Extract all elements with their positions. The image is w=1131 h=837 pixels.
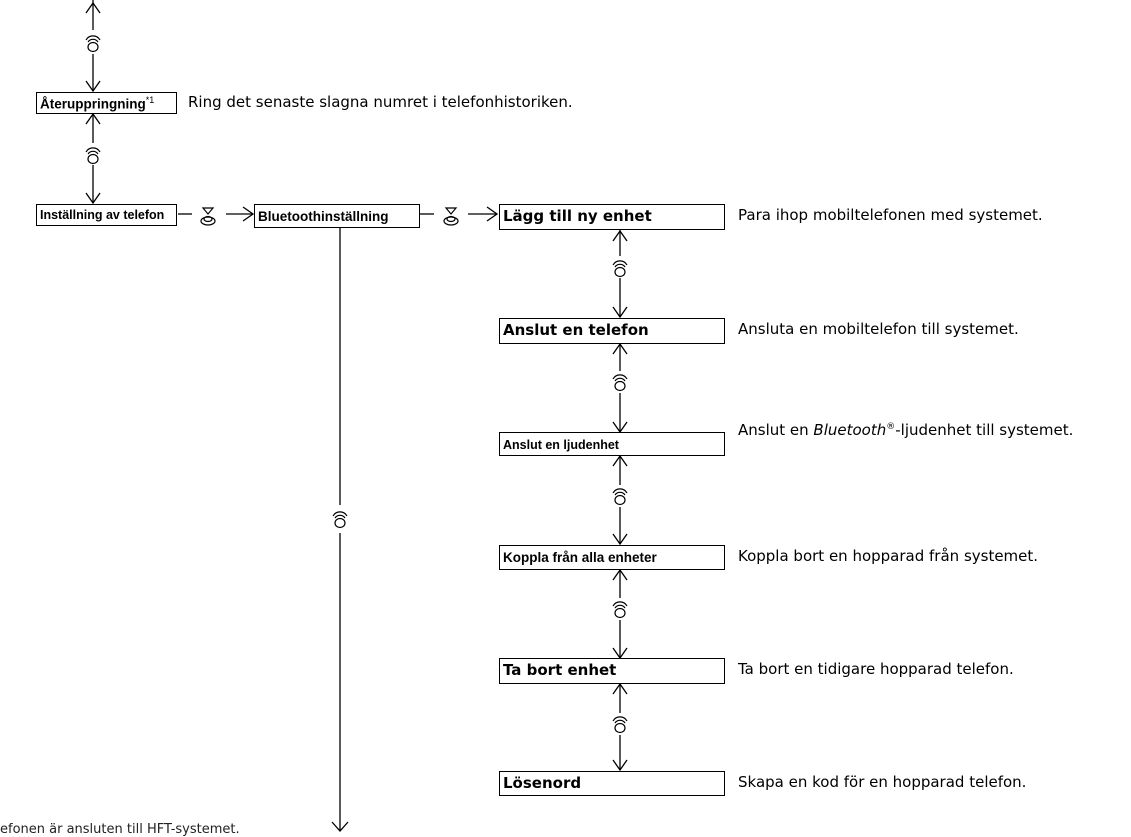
connector-lines bbox=[85, 0, 628, 832]
redial-description: Ring det senaste slagna numret i telefon… bbox=[188, 93, 573, 111]
press-knob-icon bbox=[443, 207, 459, 226]
bluetooth-setup-box[interactable]: Bluetoothinställning bbox=[254, 204, 420, 228]
disconnect-all-description: Koppla bort en hopparad från systemet. bbox=[738, 547, 1039, 565]
menu-item-passcode[interactable]: Lösenord bbox=[499, 771, 725, 796]
connect-audio-desc-italic: Bluetooth bbox=[813, 421, 887, 439]
press-knob-icon bbox=[200, 207, 216, 226]
rotate-knob-icon bbox=[85, 35, 101, 53]
add-device-description: Para ihop mobiltelefonen med systemet. bbox=[738, 206, 1043, 224]
phone-setup-box[interactable]: Inställning av telefon bbox=[36, 204, 177, 226]
disconnect-all-label: Koppla från alla enheter bbox=[503, 550, 657, 565]
connect-audio-desc-sup: ® bbox=[886, 422, 896, 432]
connect-audio-description: Anslut en Bluetooth®-ljudenhet till syst… bbox=[738, 423, 1073, 438]
connect-phone-description: Ansluta en mobiltelefon till systemet. bbox=[738, 320, 1019, 338]
redial-footnote-mark: *1 bbox=[145, 95, 155, 105]
add-device-label: Lägg till ny enhet bbox=[503, 207, 652, 225]
passcode-description: Skapa en kod för en hopparad telefon. bbox=[738, 773, 1027, 791]
rotate-knob-icon bbox=[612, 260, 628, 278]
rotate-knob-icon bbox=[612, 488, 628, 506]
redial-label: Återuppringning bbox=[40, 96, 146, 112]
connect-audio-desc-post: -ljudenhet till systemet. bbox=[895, 421, 1074, 439]
rotate-knob-icon bbox=[612, 716, 628, 734]
connect-audio-desc-pre: Anslut en bbox=[738, 421, 814, 439]
rotate-knob-icon bbox=[612, 601, 628, 619]
redial-box[interactable]: Återuppringning*1 bbox=[36, 92, 177, 114]
rotate-knob-icon bbox=[332, 511, 348, 529]
menu-item-connect-phone[interactable]: Anslut en telefon bbox=[499, 318, 725, 344]
menu-item-disconnect-all[interactable]: Koppla från alla enheter bbox=[499, 545, 725, 570]
rotate-knob-icon bbox=[612, 374, 628, 392]
connect-audio-label: Anslut en ljudenhet bbox=[503, 438, 619, 452]
menu-item-delete-device[interactable]: Ta bort enhet bbox=[499, 658, 725, 684]
passcode-label: Lösenord bbox=[503, 774, 582, 792]
bluetooth-setup-label: Bluetoothinställning bbox=[258, 209, 389, 224]
delete-device-description: Ta bort en tidigare hopparad telefon. bbox=[738, 660, 1014, 678]
menu-item-add-device[interactable]: Lägg till ny enhet bbox=[499, 204, 725, 230]
rotate-knob-icon bbox=[85, 147, 101, 165]
footnote-text: efonen är ansluten till HFT-systemet. bbox=[0, 822, 240, 837]
menu-item-connect-audio[interactable]: Anslut en ljudenhet bbox=[499, 432, 725, 456]
phone-setup-label: Inställning av telefon bbox=[40, 208, 165, 222]
connect-phone-label: Anslut en telefon bbox=[503, 321, 649, 339]
delete-device-label: Ta bort enhet bbox=[503, 661, 617, 679]
